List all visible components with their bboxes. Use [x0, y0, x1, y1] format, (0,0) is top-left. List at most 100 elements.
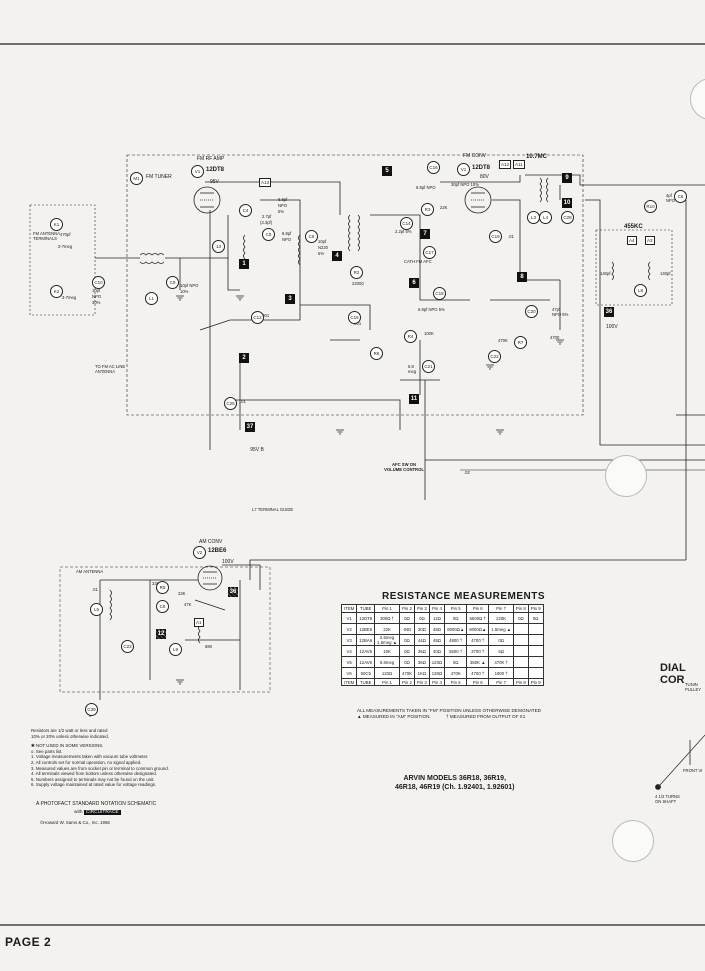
col-header: Pin 2	[398, 604, 416, 613]
ref-c21: C21	[422, 360, 435, 373]
model-line-1: ARVIN MODELS 36R18, 36R19,	[403, 775, 507, 782]
voltage-80: 80V	[480, 174, 489, 180]
comp-c14: 470K	[498, 338, 508, 343]
comp-c22: .01	[508, 234, 514, 239]
table-cell: 8000Ω▲	[444, 623, 468, 635]
conv-label: FM CONV	[463, 153, 487, 159]
ref-c13: 13	[212, 240, 225, 253]
table-cell	[527, 667, 544, 679]
table-cell: 48Ω	[428, 634, 446, 646]
conv-bubble: V1	[457, 163, 470, 176]
ref-r5: R5	[156, 581, 169, 594]
photofact-label: A PHOTOFACT STANDARD NOTATION SCHEMATIC	[36, 801, 157, 807]
comp-c15: 6.8 meg	[408, 364, 417, 374]
comp-c7c: (3.3pf)	[260, 220, 273, 225]
test-point-37: 37	[245, 422, 255, 432]
table-cell: 4700 †	[466, 634, 490, 646]
am-tuner-box	[59, 566, 271, 693]
table-cell: 0Ω	[444, 612, 468, 624]
table-cell	[513, 667, 529, 679]
table-cell: 0Ω	[527, 612, 544, 624]
test-point-2: 2	[239, 353, 249, 363]
col-header: Pin 4	[428, 604, 446, 613]
comp-c30: 680	[205, 644, 212, 649]
ref-k2: K2	[50, 285, 63, 298]
voltage-95b: 95V B	[250, 447, 264, 453]
note-0: ✱ NOT USED IN SOME VERSIONS.	[31, 743, 104, 749]
comp-c26: 4700	[550, 335, 560, 340]
note-5: 4. All terminals viewed from bottom unle…	[31, 771, 157, 777]
table-cell: 1900 †	[488, 667, 515, 679]
rf-amp-tube-symbol	[193, 186, 221, 214]
foot-cell: Pin 1	[374, 678, 400, 686]
table-cell: 12BA6	[356, 634, 376, 646]
ref-r10: R10	[644, 200, 657, 213]
bplus-line	[205, 181, 341, 215]
table-cell: 470K	[444, 667, 468, 679]
circuitrace-badge: CIRCUITRACE	[83, 810, 121, 815]
ref-c14: C14	[400, 217, 413, 230]
foot-cell: Pin 3	[414, 678, 430, 686]
comp-c31: .01	[92, 587, 98, 592]
conv-tube: 12DT8	[472, 165, 491, 171]
table-cell: 40Ω	[428, 645, 446, 657]
resistance-note-1: ALL MEASUREMENTS TAKEN IN "FM" POSITION …	[357, 708, 541, 713]
comp-c4c: 5%	[278, 209, 285, 214]
table-cell: 10K	[374, 645, 400, 657]
test-point-1: 1	[239, 259, 249, 269]
note-4: 3. Measured values are from socket pin o…	[31, 765, 169, 771]
table-cell	[513, 623, 529, 635]
rf-amp-tube: 12DT8	[206, 167, 225, 173]
foot-cell: Pin 9	[527, 678, 544, 686]
comp-c2b: NPO	[92, 294, 102, 299]
ref-c16: C16	[427, 161, 440, 174]
ref-a1: A1	[194, 618, 204, 627]
comp-c4b: NPO	[278, 203, 288, 208]
afc-switch-label: AFC SW ON VOLUME CONTROL	[384, 462, 424, 472]
col-header: Pin 1	[374, 604, 400, 613]
ref-c23: C23	[121, 640, 134, 653]
table-cell	[527, 634, 544, 646]
am-conv-bubble: V2	[193, 546, 206, 559]
table-cell: 5Ω	[488, 645, 515, 657]
col-header: Pin 9	[527, 604, 544, 613]
dial-cord	[659, 734, 705, 786]
comp-c19: 140pf	[600, 271, 611, 276]
ref-l6: C6	[674, 190, 687, 203]
foot-cell: ITEM	[340, 678, 358, 686]
dial-cord-title: DIAL COR	[660, 662, 686, 686]
am-conv-label: AM CONV	[199, 539, 223, 545]
ref-c5: C5	[262, 228, 275, 241]
comp-r1b: 3-7meg	[62, 295, 77, 300]
fm-tuner-bubble: M1	[130, 172, 143, 185]
resistance-table: ITEM TUBE Pin 1 Pin 2 Pin 3 Pin 4 Pin 5 …	[340, 604, 544, 686]
table-cell: 30Ω	[414, 623, 430, 635]
ground-symbols	[86, 295, 564, 717]
table-cell: 12Ω	[428, 612, 446, 624]
table-cell: 0Ω	[398, 612, 416, 624]
table-cell: V5	[340, 656, 358, 668]
comp-c17: 6.8pf NPO	[416, 185, 436, 190]
table-cell: 350K ▲	[466, 656, 490, 668]
table-cell: 3700 †	[466, 645, 490, 657]
table-cell: 0Ω	[444, 656, 468, 668]
ref-l9: L9	[169, 643, 182, 656]
comp-c28: 22K	[178, 591, 186, 596]
am-antenna-label: AM ANTENNA	[76, 569, 104, 574]
table-cell: 0Ω	[398, 656, 416, 668]
ref-r3: R3	[421, 203, 434, 216]
ref-a13: A13	[259, 178, 272, 187]
comp-c32: .02	[464, 470, 470, 475]
voltage-95: 95V	[210, 179, 219, 185]
note-resistors: Resistors are 1/2 watt or less and rated	[31, 728, 108, 733]
comp-c16: 47pf NPO 5%	[552, 307, 569, 317]
table-cell: 470K †	[488, 656, 515, 668]
table-cell: 0Ω	[513, 612, 529, 624]
note-1: o. See parts list.	[31, 748, 63, 754]
